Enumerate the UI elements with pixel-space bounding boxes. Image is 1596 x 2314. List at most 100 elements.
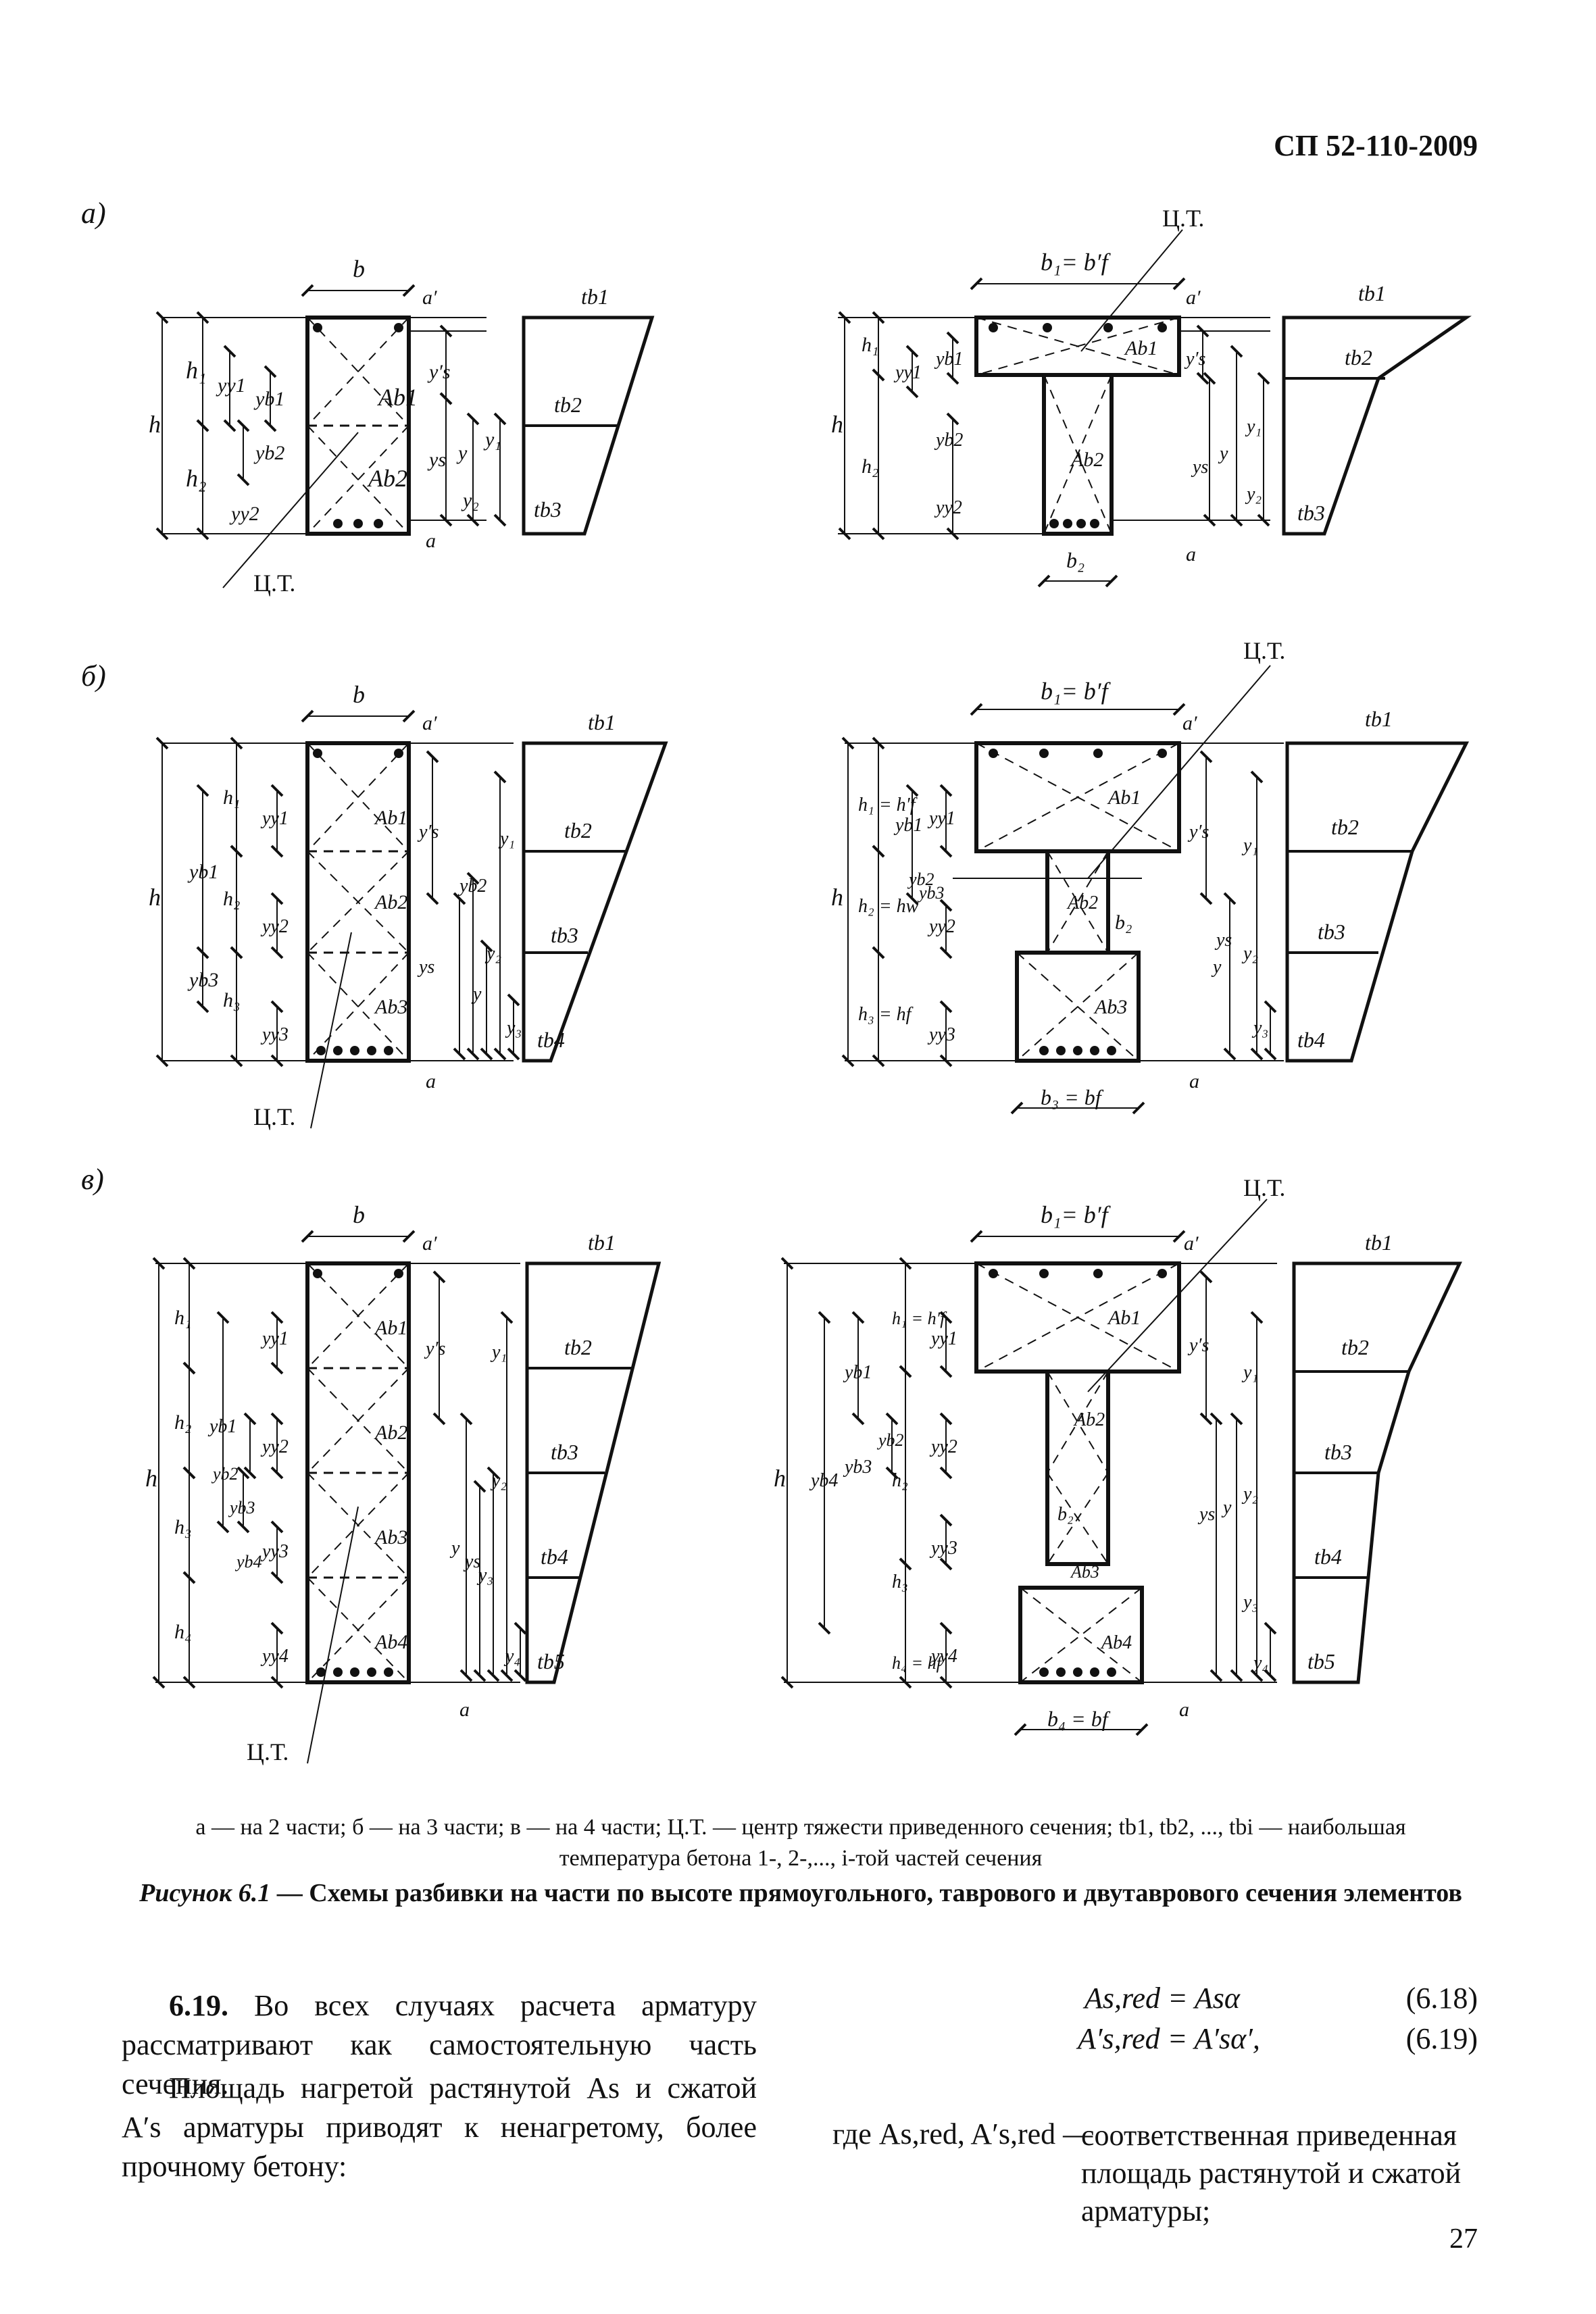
label-ys: ys — [463, 1551, 480, 1572]
label-yy2: yy2 — [260, 1436, 289, 1457]
label-Ab1: Ab1 — [374, 807, 407, 829]
label-yb1: yb1 — [207, 1416, 236, 1437]
label-Ab3: Ab3 — [1070, 1562, 1099, 1582]
label-h4: h₄ — [174, 1621, 191, 1643]
label-Ab2: Ab2 — [367, 465, 407, 492]
clause-number: 6.19. — [169, 1989, 228, 2022]
label-ct: Ц.Т. — [1162, 205, 1204, 232]
label-a: a — [459, 1699, 470, 1721]
label-ys: ys — [417, 957, 434, 978]
label-b1-bf: b₁= b′f — [1041, 678, 1112, 705]
label-ys: ys — [427, 449, 446, 471]
label-Ab1: Ab1 — [374, 1317, 407, 1339]
label-y2: y₂ — [1241, 943, 1258, 964]
label-tb4: tb4 — [537, 1028, 565, 1052]
label-b: b — [353, 1201, 365, 1228]
label-yb1: yb1 — [893, 815, 922, 836]
label-tb2: tb2 — [564, 818, 592, 842]
label-y: y — [471, 984, 482, 1005]
label-h: h — [149, 884, 161, 911]
section-ibeam-3-parts — [841, 665, 1470, 1115]
label-yb1: yb1 — [934, 349, 963, 370]
label-b1-bf: b₁= b′f — [1041, 249, 1112, 276]
label-ys-prime: y′s — [417, 822, 439, 842]
label-h2: h₂ — [174, 1411, 191, 1434]
label-tb2: tb2 — [1341, 1335, 1369, 1359]
label-tb1: tb1 — [1365, 1230, 1393, 1255]
label-ys: ys — [1191, 457, 1208, 478]
label-b: b — [353, 255, 365, 282]
label-yy2: yy2 — [260, 916, 289, 937]
label-yb3: yb3 — [228, 1498, 255, 1517]
label-Ab1: Ab1 — [377, 384, 418, 411]
label-h: h — [831, 411, 843, 438]
figure-legend: а — на 2 части; б — на 3 части; в — на 4… — [115, 1812, 1487, 1874]
label-ct: Ц.Т. — [253, 570, 295, 597]
label-ct: Ц.Т. — [247, 1738, 289, 1765]
label-a: a — [1189, 1070, 1199, 1092]
label-h3: h₃ — [174, 1516, 191, 1538]
label-tb3: tb3 — [1324, 1440, 1352, 1464]
section-tee-2-parts — [838, 229, 1472, 588]
label-tb3: tb3 — [551, 923, 578, 947]
label-yy1: yy1 — [260, 808, 289, 829]
where-clause-label: где As,red, A′s,red — — [832, 2117, 1093, 2150]
label-Ab3: Ab3 — [1093, 996, 1127, 1018]
label-y3: y₃ — [1251, 1017, 1268, 1038]
label-tb4: tb4 — [541, 1544, 568, 1569]
label-h: h — [149, 411, 161, 438]
label-a-prime: a′ — [422, 1232, 437, 1255]
label-yb2: yb2 — [253, 442, 284, 464]
label-y2: y₂ — [461, 489, 479, 511]
label-yy1: yy1 — [929, 1328, 957, 1349]
label-ys-prime: y′s — [1187, 1335, 1210, 1356]
label-yy3: yy3 — [260, 1024, 289, 1045]
label-h4-hf: h₄ = hf — [892, 1653, 944, 1673]
label-h1-hf: h₁ = h′f — [858, 795, 918, 815]
panel-label-v: в) — [81, 1163, 104, 1196]
label-h2: h₂ — [892, 1470, 908, 1491]
label-yy3: yy3 — [927, 1024, 955, 1045]
label-tb1: tb1 — [588, 1230, 616, 1255]
label-Ab2: Ab2 — [1073, 1409, 1105, 1430]
figure-6-1-drawing: b Ab1 Ab2 h h₁ h₂ yy1 yb1 yb2 yy2 a′ y′s… — [145, 205, 1472, 1765]
label-yy3: yy3 — [929, 1538, 957, 1559]
label-y1: y₁ — [1241, 835, 1258, 856]
label-y: y — [1218, 443, 1228, 464]
label-yy1: yy1 — [893, 362, 922, 383]
label-Ab3: Ab3 — [374, 1526, 407, 1549]
label-y1: y₁ — [483, 428, 501, 451]
equation-number-6-19: (6.19) — [1405, 2022, 1478, 2055]
label-h3-hf: h₃ = hf — [858, 1004, 914, 1025]
label-yy4: yy4 — [260, 1646, 289, 1667]
label-Ab4: Ab4 — [374, 1631, 407, 1653]
label-a: a — [1179, 1699, 1189, 1721]
label-b2: b₂ — [1066, 548, 1084, 572]
paragraph-6-19-text: Во всех случаях расчета арматуру рассмат… — [122, 1989, 757, 2101]
label-yb3: yb3 — [843, 1457, 872, 1478]
label-Ab2: Ab2 — [1066, 892, 1098, 913]
label-ys-prime: y′s — [1187, 822, 1210, 842]
label-h3: h₃ — [223, 989, 240, 1011]
label-yy2: yy2 — [929, 1436, 957, 1457]
label-b2: b₂ — [1115, 911, 1132, 934]
label-Ab4: Ab4 — [1100, 1632, 1132, 1653]
label-ct: Ц.Т. — [1243, 637, 1285, 664]
label-yb3: yb3 — [187, 969, 218, 991]
label-h1-hf: h₁ — [862, 334, 878, 356]
label-tb4: tb4 — [1314, 1544, 1342, 1569]
label-Ab1: Ab1 — [1107, 1307, 1141, 1329]
label-yy4: yy4 — [929, 1646, 957, 1667]
figure-legend-line-2: температура бетона 1-, 2-,..., i-той час… — [559, 1846, 1043, 1871]
label-b1-bf: b₁= b′f — [1041, 1201, 1112, 1228]
label-h1-hf: h₁ = h′f — [892, 1309, 947, 1328]
label-tb2: tb2 — [564, 1335, 592, 1359]
label-tb2: tb2 — [1345, 345, 1372, 370]
label-ct: Ц.Т. — [253, 1103, 295, 1130]
label-tb2: tb2 — [1331, 815, 1359, 839]
label-tb3: tb3 — [534, 497, 562, 522]
label-Ab2: Ab2 — [1070, 449, 1103, 471]
label-a-prime: a′ — [1182, 712, 1197, 734]
page-number: 27 — [1449, 2223, 1478, 2255]
label-h1: h₁ — [223, 786, 240, 809]
